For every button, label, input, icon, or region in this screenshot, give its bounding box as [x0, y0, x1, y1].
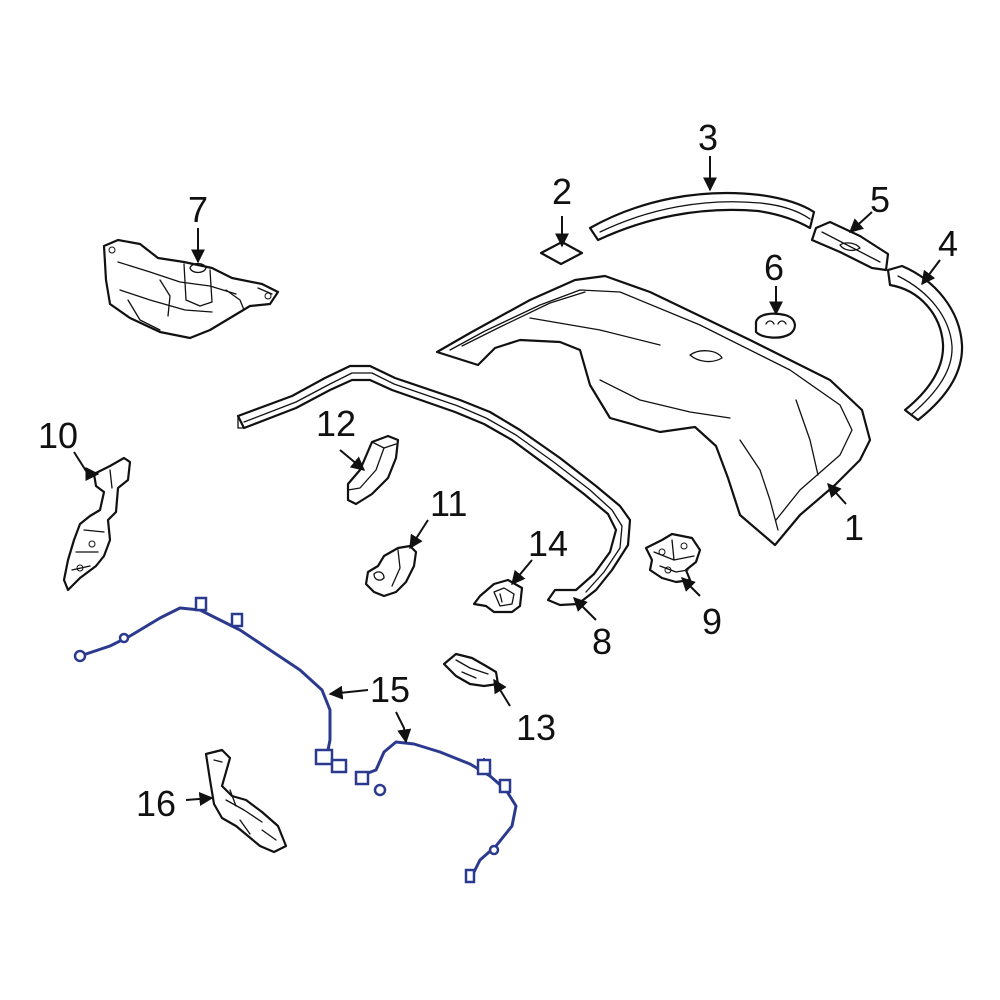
- leader-8: [573, 597, 597, 621]
- part-3-trim-strip[interactable]: [588, 191, 816, 242]
- callout-6: 6: [764, 247, 784, 288]
- leader-1: [827, 482, 847, 505]
- leader-14: [511, 559, 533, 586]
- leader-15b: [395, 711, 412, 744]
- part-7-mounting-bracket[interactable]: [102, 238, 280, 340]
- leader-4: [921, 259, 941, 286]
- part-16-lower-bracket[interactable]: [204, 748, 288, 854]
- leader-15: [328, 685, 369, 700]
- part-15-wiring-harness[interactable]: [73, 596, 518, 884]
- callout-11: 11: [430, 483, 467, 524]
- leader-16: [185, 791, 214, 806]
- callout-8: 8: [592, 621, 612, 662]
- part-11-guide[interactable]: [364, 544, 418, 598]
- leader-10: [73, 451, 100, 481]
- callout-labels: 1 2 3 4 5 6 7 8 9 10 11 12 13 14 15 16: [38, 117, 958, 824]
- part-10-side-bracket[interactable]: [62, 456, 132, 592]
- part-1-rear-cover[interactable]: [435, 274, 872, 547]
- callout-1: 1: [844, 507, 864, 548]
- leader-5: [848, 211, 873, 233]
- part-6-grommet[interactable]: [754, 312, 796, 339]
- leader-13: [493, 678, 511, 707]
- leader-12: [339, 449, 366, 471]
- callout-15: 15: [370, 669, 410, 710]
- part-9-hinge-bracket[interactable]: [644, 532, 702, 584]
- part-13-latch[interactable]: [442, 652, 500, 688]
- callout-4: 4: [938, 223, 958, 264]
- callout-13: 13: [516, 707, 556, 748]
- part-12-block[interactable]: [346, 434, 400, 506]
- leader-9: [681, 577, 701, 597]
- part-5-center-trim[interactable]: [810, 220, 890, 272]
- callout-14: 14: [528, 523, 568, 564]
- callout-9: 9: [702, 601, 722, 642]
- callout-16: 16: [136, 783, 176, 824]
- callout-3: 3: [698, 117, 718, 158]
- callout-12: 12: [316, 403, 356, 444]
- callout-7: 7: [188, 189, 208, 230]
- leader-lines: [73, 156, 941, 806]
- part-8-weatherstrip[interactable]: [236, 364, 632, 607]
- callout-5: 5: [870, 179, 890, 220]
- callout-2: 2: [552, 171, 572, 212]
- callout-10: 10: [38, 415, 78, 456]
- part-14-clip[interactable]: [472, 578, 524, 614]
- part-4-side-trim[interactable]: [886, 264, 964, 422]
- leader-11: [409, 519, 429, 550]
